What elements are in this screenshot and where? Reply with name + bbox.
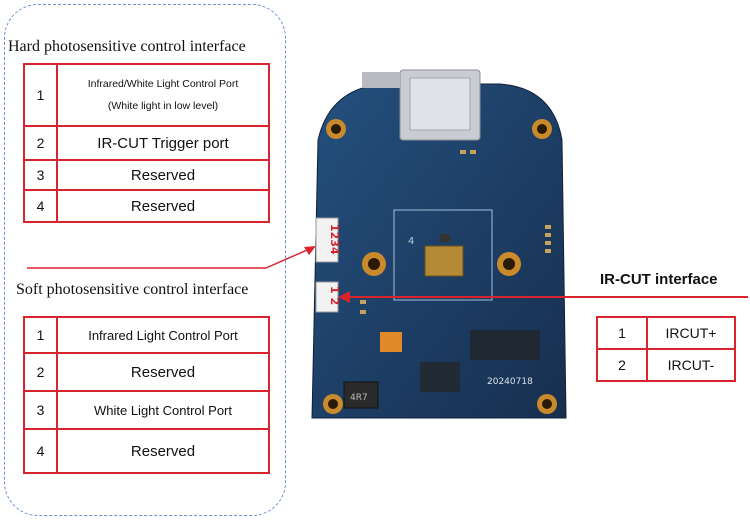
pin-number: 1	[596, 316, 648, 350]
pin-number: 4	[23, 189, 58, 223]
pin-number: 2	[23, 352, 58, 392]
pin-description: Reserved	[56, 159, 270, 191]
table-row: 3 White Light Control Port	[23, 390, 270, 430]
connector-2pin-label: 1 2	[328, 286, 341, 305]
pin-number: 1	[23, 316, 58, 354]
pin-description: Reserved	[56, 189, 270, 223]
pin-description: White Light Control Port	[56, 390, 270, 430]
pin-description: Reserved	[56, 352, 270, 392]
silkscreen-mark: 4	[408, 236, 414, 247]
ic-chip	[470, 330, 540, 360]
pin-description-line1: Infrared/White Light Control Port	[87, 77, 239, 90]
sensor-outline	[393, 209, 493, 301]
orange-component	[380, 332, 402, 352]
hard-interface-title: Hard photosensitive control interface	[8, 38, 246, 55]
ircut-interface-table: 1 IRCUT+ 2 IRCUT-	[596, 316, 736, 382]
pin-description: Infrared/White Light Control Port (White…	[56, 63, 270, 127]
hard-interface-arrowhead	[304, 246, 316, 255]
pin-description: IR-CUT Trigger port	[56, 125, 270, 161]
table-row: 2 IRCUT-	[596, 348, 736, 382]
soft-interface-table: 1 Infrared Light Control Port 2 Reserved…	[23, 316, 270, 474]
pin-description-line2: (White light in low level)	[107, 100, 219, 112]
pin-number: 3	[23, 159, 58, 191]
pin-number: 3	[23, 390, 58, 430]
pin-number: 4	[23, 428, 58, 474]
table-row: 3 Reserved	[23, 159, 270, 191]
pin-number: 1	[23, 63, 58, 127]
pin-description: IRCUT+	[646, 316, 736, 350]
table-row: 2 IR-CUT Trigger port	[23, 125, 270, 161]
pin-description: Reserved	[56, 428, 270, 474]
connector-4pin-label: 1234	[328, 224, 341, 255]
inductor	[343, 381, 379, 409]
table-row: 1 Infrared Light Control Port	[23, 316, 270, 354]
image-sensor-chip	[424, 245, 464, 277]
connector-4pin	[315, 217, 339, 263]
pin-number: 2	[23, 125, 58, 161]
pin-description: IRCUT-	[646, 348, 736, 382]
hard-interface-arrow	[265, 246, 315, 269]
hard-interface-table: 1 Infrared/White Light Control Port (Whi…	[23, 63, 270, 223]
table-row: 4 Reserved	[23, 428, 270, 474]
ircut-interface-arrowhead	[338, 291, 350, 303]
ic-chip-small	[420, 362, 460, 392]
silkscreen-date: 20240718	[487, 377, 533, 387]
pin-description: Infrared Light Control Port	[56, 316, 270, 354]
table-row: 1 Infrared/White Light Control Port (Whi…	[23, 63, 270, 127]
table-row: 1 IRCUT+	[596, 316, 736, 350]
pin-number: 2	[596, 348, 648, 382]
soft-interface-title: Soft photosensitive control interface	[16, 281, 249, 298]
ircut-interface-title: IR-CUT interface	[600, 271, 718, 288]
photosensitive-interface-group	[4, 4, 286, 516]
inductor-mark: 4R7	[350, 393, 368, 403]
table-row: 2 Reserved	[23, 352, 270, 392]
table-row: 4 Reserved	[23, 189, 270, 223]
